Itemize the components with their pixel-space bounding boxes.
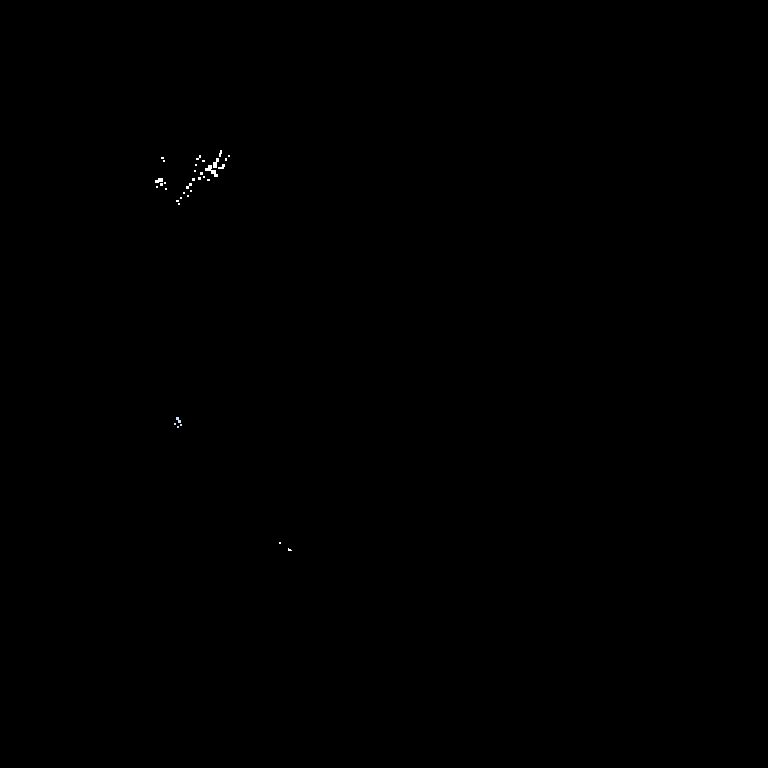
star-speck (290, 550, 292, 551)
star-speck (176, 417, 179, 420)
star-speck (180, 197, 182, 199)
star-speck (163, 160, 165, 162)
star-speck (180, 424, 182, 426)
star-speck (177, 426, 179, 428)
star-speck (183, 192, 185, 194)
star-speck (205, 168, 211, 171)
star-speck (200, 172, 203, 175)
star-speck (165, 188, 167, 190)
star-speck (178, 203, 180, 205)
star-speck (207, 179, 210, 181)
star-speck (178, 420, 181, 423)
star-speck (211, 170, 216, 174)
star-speck (208, 165, 212, 169)
star-speck (164, 182, 166, 184)
star-speck (160, 183, 163, 186)
star-speck (176, 200, 179, 202)
star-speck (187, 195, 189, 197)
star-speck (199, 155, 201, 158)
star-speck (161, 157, 164, 159)
star-speck (222, 164, 225, 167)
star-speck (225, 158, 227, 161)
star-speck (156, 186, 158, 188)
star-speck (228, 155, 230, 157)
star-speck (216, 158, 219, 162)
star-speck (203, 176, 205, 178)
star-speck (194, 170, 196, 172)
star-speck (219, 153, 221, 157)
star-speck (196, 158, 199, 160)
star-speck (198, 177, 201, 180)
star-speck (192, 178, 195, 181)
star-speck (214, 174, 218, 177)
star-speck (174, 423, 176, 425)
star-speck (158, 178, 163, 182)
star-speck (195, 164, 197, 166)
star-speck (190, 190, 192, 192)
star-speck (220, 150, 222, 154)
star-speck (213, 162, 217, 168)
star-speck (189, 183, 192, 186)
star-speck (288, 548, 289, 551)
star-speck (279, 542, 281, 544)
star-speck (202, 160, 205, 162)
star-speck (186, 186, 189, 189)
star-speck (218, 167, 224, 169)
star-speck (155, 180, 159, 183)
